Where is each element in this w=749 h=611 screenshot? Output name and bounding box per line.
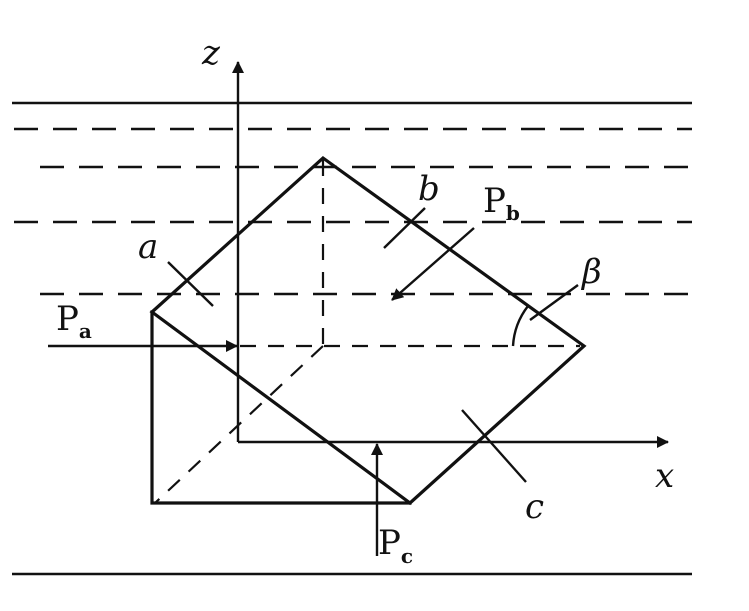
force-pa-main: P [56,299,79,339]
arrow-pb [391,227,475,301]
x-axis-label: x [655,456,674,496]
prism-side-face [150,310,412,505]
coordinate-axes [232,61,669,448]
prism-outline [149,155,587,506]
force-pb-sub: b [506,201,520,225]
z-axis-label: z [201,33,221,73]
force-pa-label: Pa [56,299,92,343]
force-arrows [48,227,475,556]
beta-label: β [580,252,602,292]
force-pc-label: Pc [378,523,413,568]
prism-front-face [149,155,587,506]
force-pb-main: P [483,181,506,221]
beta-angle-arc [511,305,529,347]
tick-a [167,261,214,307]
force-pc-sub: c [401,544,413,568]
face-b-label: b [418,169,440,209]
force-pc-main: P [378,523,401,563]
fluid-lines [12,101,692,576]
face-a-label: a [138,227,158,267]
face-ticks [167,207,579,483]
labels: z x a b c β Pa Pb Pc [56,33,674,568]
tick-beta [529,284,579,321]
force-pa-sub: a [79,319,92,343]
tick-b [383,207,426,249]
tick-c [461,409,527,483]
face-c-label: c [525,487,544,527]
force-pb-label: Pb [483,181,520,225]
